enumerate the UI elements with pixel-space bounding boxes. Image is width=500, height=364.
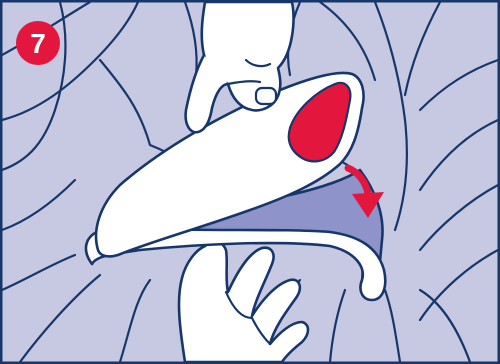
step-number: 7 <box>30 28 46 59</box>
thumbnail <box>256 88 276 104</box>
step-badge: 7 <box>16 21 60 65</box>
